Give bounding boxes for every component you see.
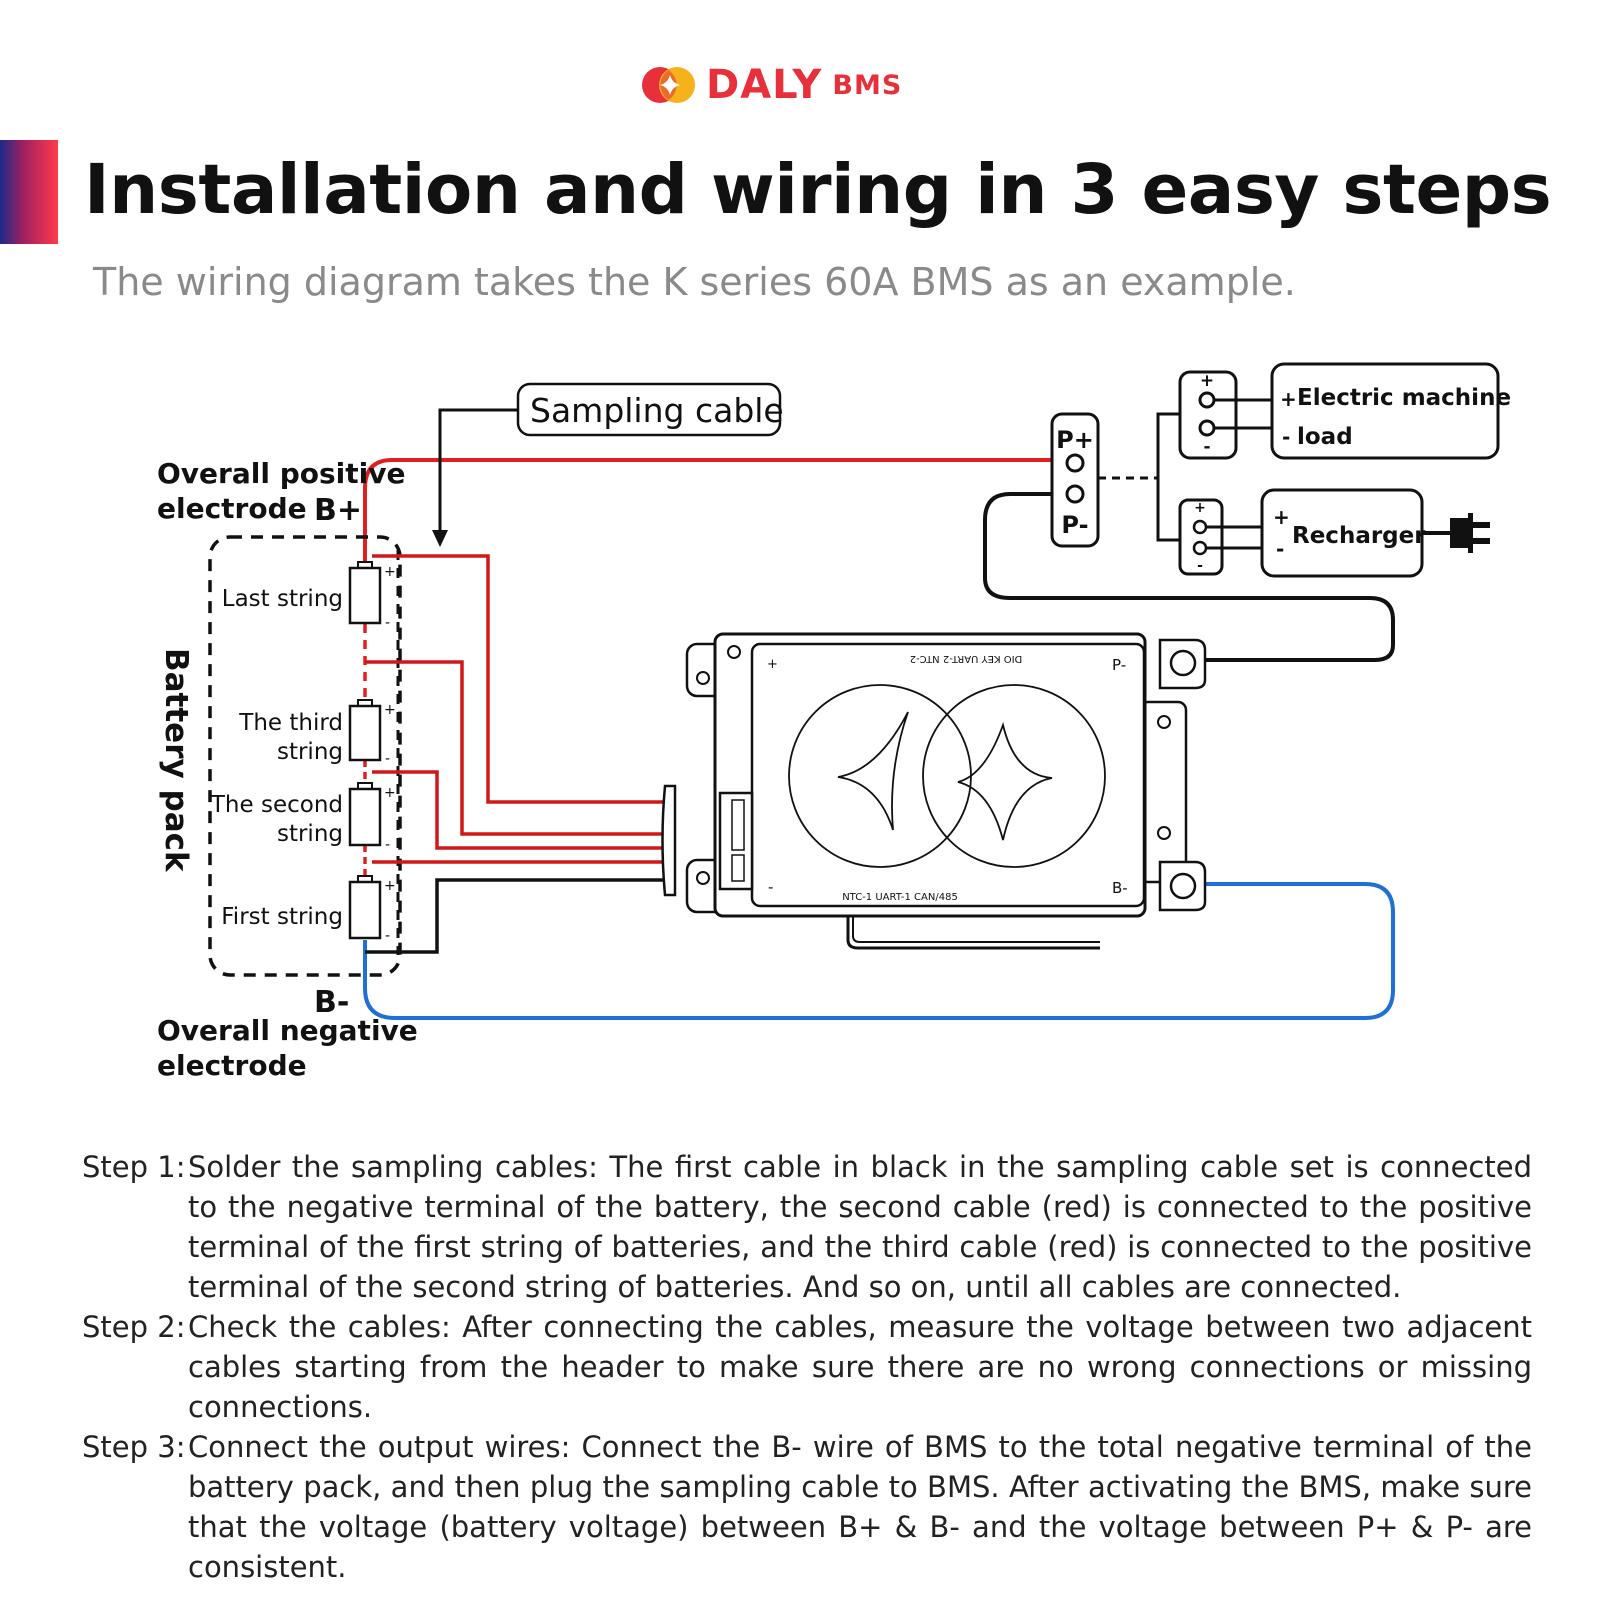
cell-last	[348, 561, 382, 625]
overall-positive-label-2: electrode	[157, 492, 307, 525]
electric-machine-minus-mark: -	[1282, 425, 1290, 449]
bms-b-minus-mark: B-	[1112, 879, 1128, 897]
step-1-text: Solder the sampling cables: The first ca…	[188, 1150, 1532, 1304]
second-string-label-2: string	[277, 821, 343, 847]
sampling-cable-label: Sampling cable	[530, 391, 784, 430]
bms-board	[685, 632, 1207, 950]
overall-negative-label: Overall negative	[157, 1014, 418, 1047]
step-1-label: Step 1:	[82, 1150, 186, 1184]
load-plus-mark: +	[1200, 371, 1214, 391]
p-terminal-block	[1050, 412, 1100, 548]
cell-minus-mark: -	[385, 615, 390, 631]
overall-positive-label: Overall positive	[157, 457, 405, 490]
p-minus-label: P-	[1061, 511, 1088, 539]
cell-minus-mark: -	[385, 928, 390, 944]
sampling-cable-label-box	[516, 382, 782, 437]
second-string-label: The second	[210, 792, 343, 818]
first-string-label: First string	[221, 904, 343, 930]
cell-plus-mark: +	[384, 878, 396, 894]
wiring-diagram: + - + - + - + - Sampling cable Overall p…	[157, 362, 1511, 1082]
electric-machine-label-2: load	[1297, 424, 1353, 450]
cell-plus-mark: +	[384, 702, 396, 718]
daly-logo-icon	[642, 67, 695, 103]
cell-minus-mark: -	[385, 837, 390, 853]
sampling-wires	[365, 554, 665, 954]
positive-wire	[363, 458, 1052, 568]
bms-minus-mark: -	[768, 878, 773, 896]
brand-suffix: BMS	[832, 69, 903, 101]
cell-third	[348, 699, 382, 762]
title-accent-bar	[0, 140, 58, 244]
b-minus-label: B-	[314, 985, 349, 1020]
bms-bottom-ports: NTC-1 UART-1 CAN/485	[842, 892, 958, 903]
electric-machine-label: Electric machine	[1297, 385, 1511, 411]
brand-logo: DALY BMS	[640, 60, 902, 110]
step-2-text: Check the cables: After connecting the c…	[188, 1310, 1532, 1424]
b-plus-label: B+	[314, 493, 362, 528]
recharger-plus-mark-2: +	[1273, 505, 1290, 529]
bms-top-ports: DIO KEY UART-2 NTC-2	[910, 653, 1023, 664]
load-minus-mark: -	[1203, 437, 1210, 457]
step-1: Step 1: Solder the sampling cables: The …	[82, 1147, 1532, 1307]
page-title: Installation and wiring in 3 easy steps	[84, 150, 1552, 230]
cell-second	[348, 782, 382, 847]
battery-pack-label: Battery pack	[158, 648, 194, 873]
electric-machine-plus-mark: +	[1280, 387, 1297, 411]
step-3-label: Step 3:	[82, 1430, 186, 1464]
cell-first	[348, 875, 382, 940]
bms-plus-mark: +	[767, 657, 778, 672]
recharger-minus-mark: -	[1197, 558, 1203, 574]
recharger-label: Recharger	[1292, 523, 1426, 549]
negative-wire	[363, 882, 1395, 1020]
step-3-text: Connect the output wires: Connect the B-…	[188, 1430, 1532, 1584]
last-string-label: Last string	[222, 586, 343, 612]
bms-p-minus-mark: P-	[1112, 656, 1126, 674]
cell-plus-mark: +	[384, 564, 396, 580]
third-string-label-2: string	[277, 739, 343, 765]
page-subtitle: The wiring diagram takes the K series 60…	[93, 260, 1296, 304]
third-string-label: The third	[238, 710, 343, 736]
step-3: Step 3: Connect the output wires: Connec…	[82, 1427, 1532, 1587]
p-plus-label: P+	[1056, 426, 1094, 454]
recharger-plus-mark: +	[1194, 500, 1206, 516]
step-2: Step 2: Check the cables: After connecti…	[82, 1307, 1532, 1427]
recharger-minus-mark-2: -	[1276, 537, 1284, 561]
instruction-steps: Step 1: Solder the sampling cables: The …	[82, 1147, 1532, 1587]
cell-minus-mark: -	[385, 751, 390, 767]
p-minus-wire	[983, 492, 1395, 662]
cell-plus-mark: +	[384, 785, 396, 801]
battery-pack-outline	[208, 535, 402, 977]
recharger-unit	[1178, 488, 1490, 578]
electric-machine-load	[1178, 362, 1500, 460]
overall-negative-label-2: electrode	[157, 1049, 307, 1082]
step-2-label: Step 2:	[82, 1310, 186, 1344]
brand-name: DALY	[706, 62, 823, 108]
